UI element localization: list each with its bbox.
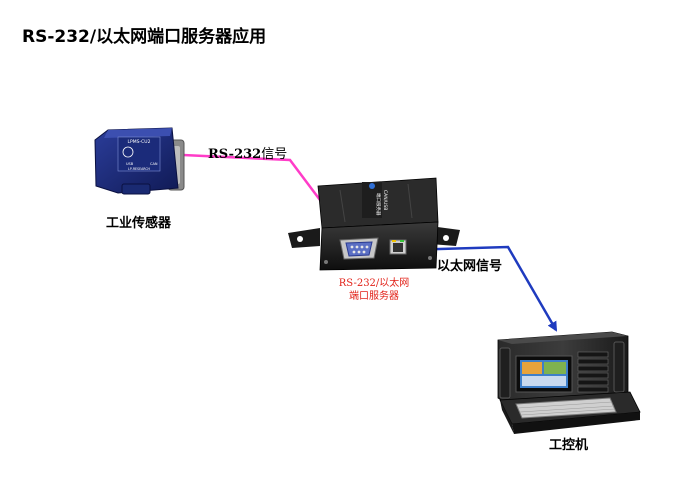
page-title: RS-232/以太网端口服务器应用 bbox=[22, 27, 267, 47]
sensor-can-text: CAN bbox=[150, 162, 158, 166]
server-logo-icon bbox=[369, 183, 375, 189]
pc-label: 工控机 bbox=[549, 437, 588, 453]
ethernet-signal-label: 以太网信号 bbox=[437, 258, 502, 274]
rs232-signal-label-suffix: 信号 bbox=[261, 147, 287, 162]
server-device-text-1: CAN/USB bbox=[382, 190, 388, 210]
industrial-pc-device bbox=[497, 331, 641, 434]
server-label-line2: 端口服务器 bbox=[349, 289, 399, 302]
server-label-line1: RS-232/以太网 bbox=[339, 276, 410, 289]
sensor-brand-text: LP-RESEARCH bbox=[128, 167, 151, 171]
port-server-device: CAN/USB 端口服务器 bbox=[288, 177, 460, 271]
sensor-device: LPMS-CU2 USB CAN LP-RESEARCH bbox=[94, 127, 185, 195]
sensor-model-text: LPMS-CU2 bbox=[128, 139, 151, 145]
server-device-text-2: 端口服务器 bbox=[375, 193, 382, 216]
ethernet-connection bbox=[404, 245, 558, 332]
pc-keyboard bbox=[515, 397, 617, 419]
sensor-label: 工业传感器 bbox=[106, 215, 172, 231]
rs232-signal-label-prefix: RS-232 bbox=[208, 147, 261, 162]
sensor-usb-text: USB bbox=[126, 162, 134, 166]
ethernet-line bbox=[404, 245, 558, 332]
rs232-signal-label: RS-232信号 bbox=[208, 147, 287, 162]
sensor-logo-icon bbox=[122, 146, 134, 158]
